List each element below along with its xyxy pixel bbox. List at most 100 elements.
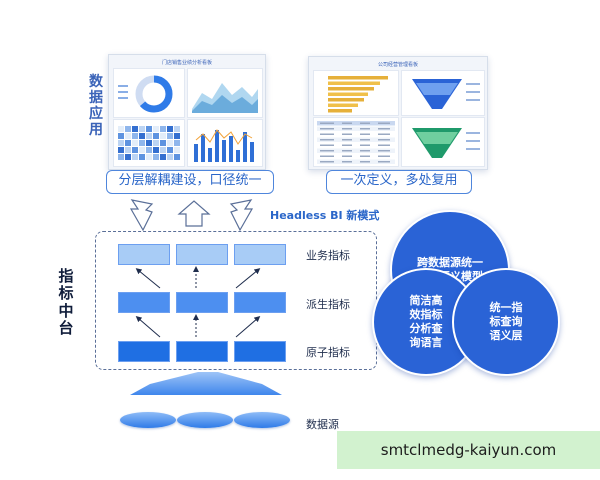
funnel-panel-top xyxy=(401,70,485,116)
heatmap-cell xyxy=(160,140,166,146)
legend-line xyxy=(118,97,128,99)
mini-bar xyxy=(222,140,226,162)
arrow-up-right xyxy=(235,316,261,338)
mini-bar xyxy=(236,150,240,162)
table-row xyxy=(317,148,395,153)
table-cell xyxy=(320,133,334,135)
data-flow-arrow xyxy=(130,372,282,395)
table-cell xyxy=(360,161,370,163)
ranking-bar xyxy=(328,103,358,107)
heatmap-cell xyxy=(146,126,152,132)
legend-line xyxy=(466,132,480,134)
heatmap-cell xyxy=(174,147,180,153)
heatmap-cell xyxy=(139,140,145,146)
arrow-up-left xyxy=(135,268,161,289)
mini-line xyxy=(195,129,253,145)
heatmap-cell xyxy=(153,133,159,139)
company-management-dashboard: 公司经营管理看板 xyxy=(308,56,488,170)
mini-bar xyxy=(243,132,247,162)
funnel-chart xyxy=(412,79,480,109)
heatmap-cell xyxy=(132,126,138,132)
heatmap-panel xyxy=(113,119,185,167)
table-cell xyxy=(360,144,370,146)
heatmap-cell xyxy=(125,140,131,146)
legend-line xyxy=(466,99,480,101)
table-cell xyxy=(342,122,352,124)
dashboard-title: 公司经营管理看板 xyxy=(377,62,418,68)
table-panel xyxy=(313,117,399,167)
ranking-bar xyxy=(328,109,352,113)
bar-ranking-panel xyxy=(313,70,399,116)
heatmap-cell xyxy=(160,154,166,160)
legend-line xyxy=(118,91,128,93)
heatmap-cell xyxy=(125,147,131,153)
table-cell xyxy=(378,139,390,141)
data-source-disk xyxy=(177,412,233,428)
data-table xyxy=(317,121,395,164)
table-cell xyxy=(320,122,334,124)
table-row xyxy=(317,154,395,159)
arrow-up-left xyxy=(135,316,161,338)
mini-bar xyxy=(201,134,205,162)
atomic-metric-label: 原子指标 xyxy=(306,346,350,359)
table-cell xyxy=(360,139,370,141)
heatmap-cell xyxy=(139,147,145,153)
donut-chart xyxy=(118,75,173,113)
funnel-layer xyxy=(416,132,458,144)
derived-metric-block xyxy=(234,292,286,313)
table-row xyxy=(317,126,395,131)
legend-line xyxy=(466,91,480,93)
heatmap-cell xyxy=(125,126,131,132)
data-source-label: 数据源 xyxy=(306,418,339,431)
table-cell xyxy=(360,128,370,130)
table-row xyxy=(317,121,395,126)
heatmap-cell xyxy=(167,140,173,146)
bar-chart-panel xyxy=(187,119,263,167)
heatmap-cell xyxy=(118,140,124,146)
legend-line xyxy=(466,83,480,85)
heatmap-cell xyxy=(146,140,152,146)
table-cell xyxy=(320,155,334,157)
table-cell xyxy=(342,139,352,141)
heatmap-cell xyxy=(174,126,180,132)
table-cell xyxy=(342,155,352,157)
heatmap-cell xyxy=(146,154,152,160)
headless-bi-label: Headless BI 新模式 xyxy=(270,209,380,222)
table-cell xyxy=(320,150,334,152)
table-row xyxy=(317,159,395,164)
table-cell xyxy=(320,144,334,146)
heatmap-cell xyxy=(132,147,138,153)
heatmap-cell xyxy=(167,147,173,153)
heatmap-cell xyxy=(167,126,173,132)
table-cell xyxy=(378,161,390,163)
atomic-metric-block xyxy=(234,341,286,362)
watermark-banner: smtclmedg-kaiyun.com xyxy=(337,431,600,469)
ranking-bar xyxy=(328,87,374,91)
area-chart-panel xyxy=(187,68,263,118)
hollow-arrow-up-left xyxy=(129,199,154,232)
area-series xyxy=(192,95,258,113)
table-cell xyxy=(342,133,352,135)
heatmap-cell xyxy=(167,133,173,139)
data-source-disk xyxy=(120,412,176,428)
heatmap-cell xyxy=(125,154,131,160)
heatmap-cell xyxy=(160,126,166,132)
derived-metric-block xyxy=(118,292,170,313)
table-cell xyxy=(378,155,390,157)
store-sales-dashboard: 门店销售业绩分析看板 xyxy=(108,54,266,170)
mini-bar xyxy=(229,136,233,162)
table-cell xyxy=(378,144,390,146)
table-cell xyxy=(360,122,370,124)
dashboard-title: 门店销售业绩分析看板 xyxy=(161,60,212,66)
heatmap-cell xyxy=(125,133,131,139)
business-metric-block xyxy=(176,244,228,265)
mini-bar-chart xyxy=(194,129,254,162)
heatmap-cell xyxy=(153,154,159,160)
heatmap-cell xyxy=(167,154,173,160)
heatmap-cell xyxy=(174,140,180,146)
horizontal-bar-chart xyxy=(328,76,388,113)
legend-line xyxy=(466,148,480,150)
table-cell xyxy=(360,150,370,152)
heatmap xyxy=(118,126,180,160)
